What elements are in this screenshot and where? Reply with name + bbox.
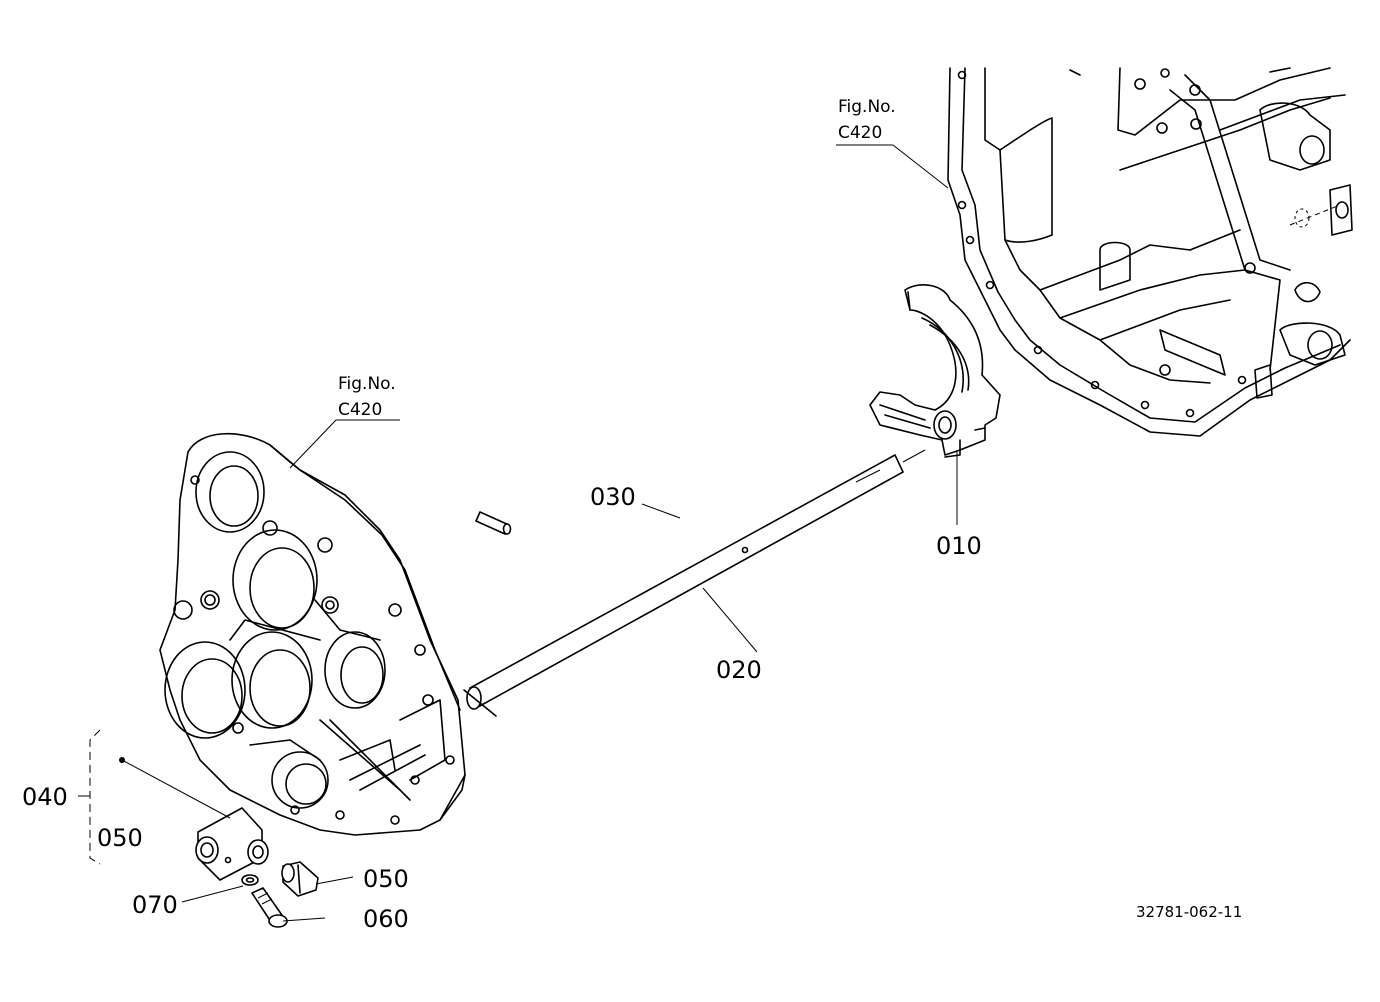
fig-ref-upper-line2: C420 bbox=[838, 123, 882, 143]
fig-ref-upper: Fig.No. C420 bbox=[838, 97, 896, 143]
shift-shaft bbox=[463, 449, 926, 717]
part-label-050: 050 bbox=[363, 865, 409, 893]
part-label-050-group: 050 bbox=[97, 824, 143, 852]
gear-case-cover bbox=[159, 432, 466, 836]
shifter-block bbox=[195, 807, 269, 881]
fig-ref-left: Fig.No. C420 bbox=[338, 374, 396, 420]
bolt bbox=[251, 887, 288, 928]
spring-pin bbox=[475, 511, 512, 535]
detent-plug bbox=[281, 861, 319, 897]
fig-ref-left-line2: C420 bbox=[338, 400, 382, 420]
leader-lines bbox=[78, 144, 958, 922]
part-label-030: 030 bbox=[590, 483, 636, 511]
transmission-housing bbox=[947, 67, 1353, 437]
washer bbox=[241, 874, 259, 886]
part-label-070: 070 bbox=[132, 891, 178, 919]
fig-ref-upper-line1: Fig.No. bbox=[838, 97, 896, 117]
drawing-code: 32781-062-11 bbox=[1136, 903, 1242, 921]
part-label-010: 010 bbox=[936, 532, 982, 560]
part-label-040: 040 bbox=[22, 783, 68, 811]
part-label-060: 060 bbox=[363, 905, 409, 933]
fig-ref-left-line1: Fig.No. bbox=[338, 374, 396, 394]
shift-fork bbox=[869, 284, 1001, 458]
part-label-020: 020 bbox=[716, 656, 762, 684]
